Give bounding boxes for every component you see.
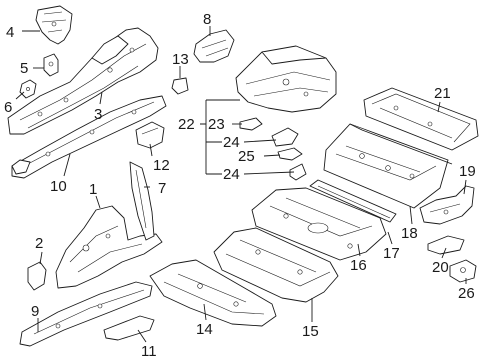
callout-14: 14 — [196, 321, 213, 338]
callout-1: 1 — [89, 181, 97, 198]
callout-9: 9 — [31, 303, 39, 320]
callout-5: 5 — [20, 60, 28, 77]
callout-17: 17 — [383, 245, 400, 262]
callout-4: 4 — [6, 24, 14, 41]
callout-15: 15 — [302, 323, 319, 340]
part-13-clip — [171, 77, 189, 95]
callout-2: 2 — [35, 235, 43, 252]
callout-21: 21 — [434, 85, 451, 102]
part-15-floor-center — [213, 227, 339, 303]
part-14-floor-section — [149, 259, 277, 327]
part-6-bracket — [19, 79, 37, 99]
callout-11: 11 — [141, 343, 157, 360]
callout-22: 22 — [178, 116, 195, 133]
callout-18: 18 — [401, 225, 418, 242]
part-24-brace-upper — [271, 127, 299, 147]
part-11-plate — [103, 315, 155, 341]
part-18-rear-floor — [323, 123, 453, 209]
part-23-brace — [239, 117, 263, 131]
part-10-lower-rail — [11, 95, 167, 179]
part-rear-floor-pan — [235, 45, 337, 113]
callout-16: 16 — [350, 257, 367, 274]
callout-25: 25 — [238, 148, 255, 165]
part-24-bracket-lower — [289, 163, 307, 181]
callout-3: 3 — [94, 106, 102, 123]
callout-24-upper: 24 — [223, 134, 240, 151]
callout-10: 10 — [50, 178, 67, 195]
part-9-rocker — [19, 281, 153, 347]
part-7-pillar — [129, 161, 155, 241]
part-4-wheelhouse-upper — [35, 5, 73, 45]
callout-numbers: 4 5 6 3 8 13 10 12 7 1 2 9 11 14 15 16 1… — [4, 11, 476, 360]
leader-lines — [15, 26, 467, 343]
part-16-floor-pan — [251, 187, 387, 261]
callout-24-lower: 24 — [223, 166, 240, 183]
part-20-bracket — [427, 235, 465, 255]
part-8-gusset — [193, 29, 235, 63]
part-2-bracket — [27, 261, 47, 291]
callout-7: 7 — [158, 180, 166, 197]
part-21-rear-shelf — [363, 87, 479, 151]
part-5-bracket — [43, 53, 59, 77]
part-3-apron-rail — [7, 27, 159, 135]
callout-13: 13 — [172, 51, 189, 68]
callout-23: 23 — [208, 116, 225, 133]
part-25-brace — [277, 147, 303, 161]
callout-12: 12 — [153, 157, 170, 174]
part-26-mount — [449, 259, 477, 283]
part-17-crossmember — [309, 179, 397, 223]
callout-19: 19 — [459, 163, 476, 180]
callout-26: 26 — [458, 285, 475, 302]
part-19-rear-bracket — [419, 185, 475, 225]
callout-8: 8 — [203, 11, 211, 28]
callout-6: 6 — [4, 99, 12, 116]
callout-20: 20 — [432, 259, 449, 276]
part-12-bracket — [135, 121, 165, 149]
